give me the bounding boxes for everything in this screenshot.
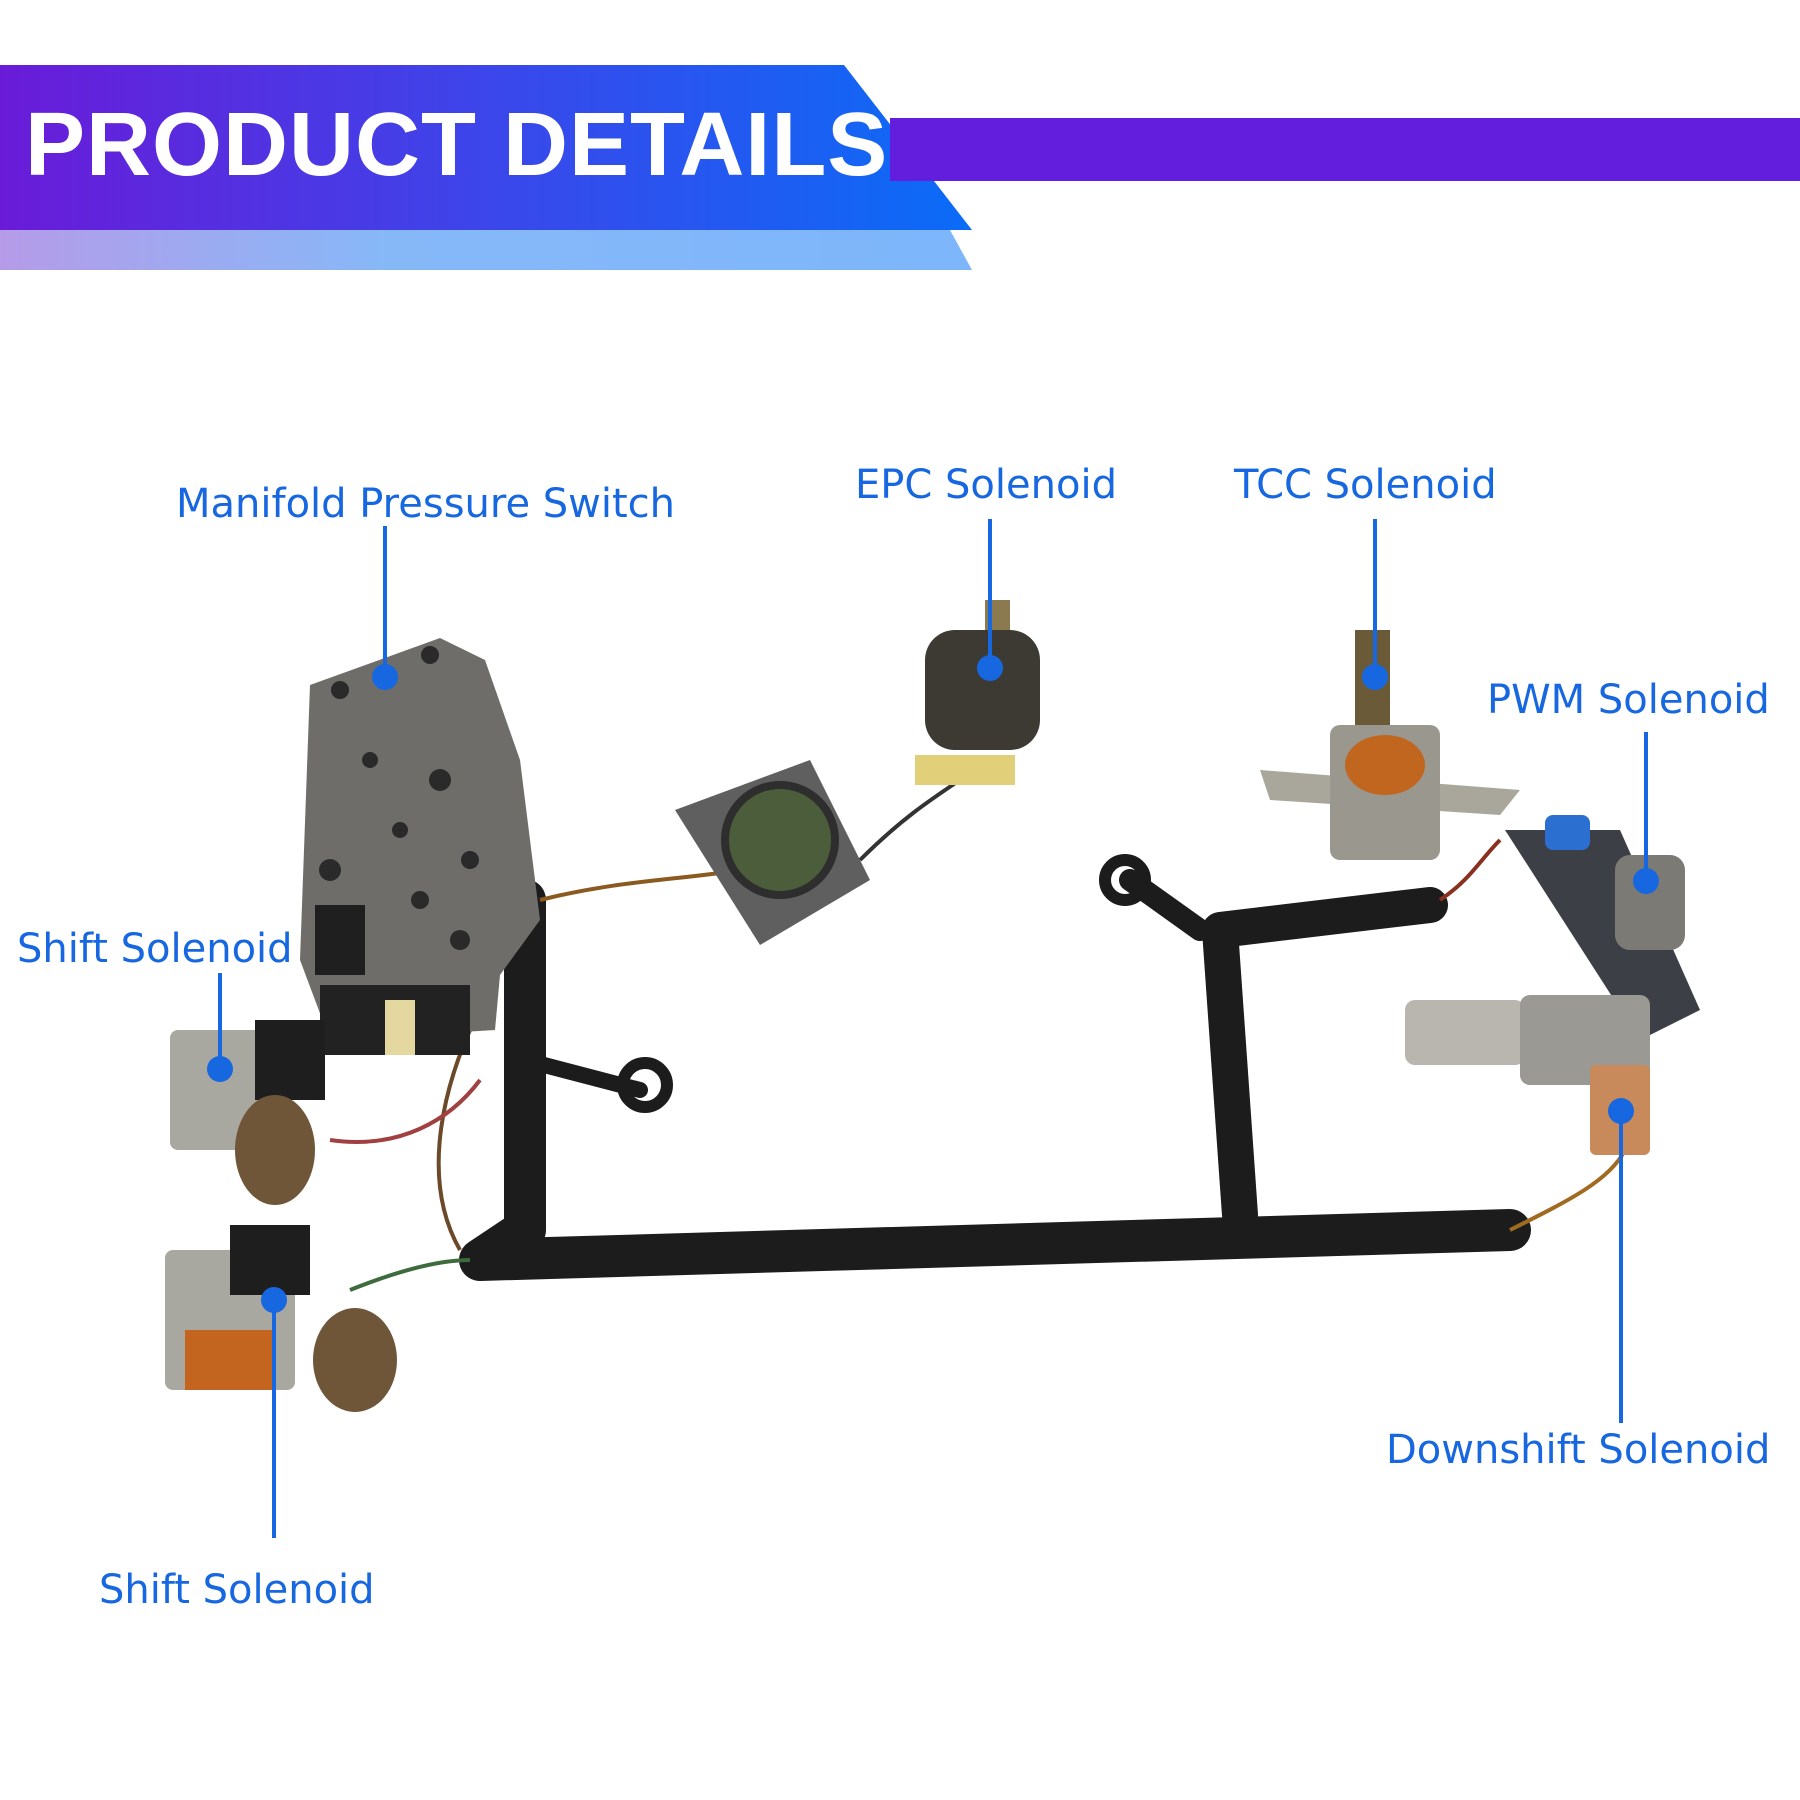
tcc-solenoid-part: [1260, 630, 1520, 860]
label-downshift-solenoid: Downshift Solenoid: [1386, 1427, 1771, 1473]
label-epc-solenoid: EPC Solenoid: [855, 462, 1117, 508]
shift-solenoid-2-part: [165, 1225, 397, 1412]
callout-dot-pwm: [1633, 868, 1659, 894]
header-banner: [0, 65, 972, 230]
label-shift-solenoid-1: Shift Solenoid: [17, 926, 293, 972]
callout-dot-tcc: [1362, 664, 1388, 690]
callout-dot-manifold: [372, 664, 398, 690]
label-tcc-solenoid: TCC Solenoid: [1234, 462, 1497, 508]
callout-dot-downshift: [1608, 1098, 1634, 1124]
label-shift-solenoid-2: Shift Solenoid: [99, 1567, 375, 1613]
downshift-solenoid-part: [1405, 995, 1650, 1155]
callouts: [207, 519, 1659, 1538]
header-bar: [890, 118, 1800, 181]
callout-dot-shift2: [261, 1287, 287, 1313]
harness-frame: [459, 869, 1531, 1281]
header-accent-strip: [0, 230, 972, 270]
manifold-pressure-switch-part: [300, 638, 540, 1055]
label-pwm-solenoid: PWM Solenoid: [1487, 677, 1770, 723]
label-manifold-pressure-switch: Manifold Pressure Switch: [176, 481, 676, 527]
shift-solenoid-1-part: [170, 1020, 325, 1205]
epc-solenoid-part: [675, 600, 1040, 945]
callout-dot-epc: [977, 655, 1003, 681]
page-title: PRODUCT DETAILS: [25, 95, 889, 195]
pwm-solenoid-part: [1505, 815, 1700, 1040]
callout-dot-shift1: [207, 1056, 233, 1082]
